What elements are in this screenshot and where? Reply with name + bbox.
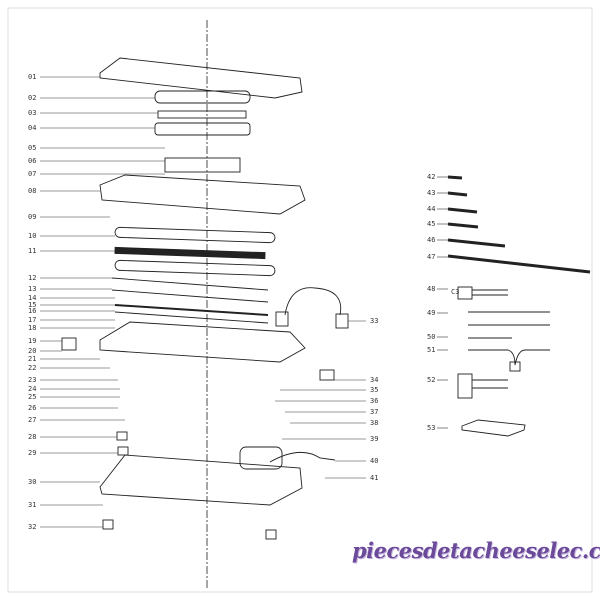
part-number-label: 16 [28,307,36,315]
part-number-label: 53 [427,424,435,432]
part-number-label: 30 [28,478,36,486]
part-number-label: 26 [28,404,36,412]
part-number-label: 41 [370,474,378,482]
part-number-label: 40 [370,457,378,465]
part-number-label: 50 [427,333,435,341]
part-connector-34 [319,369,335,381]
part-number-label: 20 [28,347,36,355]
part-pad-53 [461,419,526,437]
part-frame-top [99,174,306,215]
part-foot [102,519,114,530]
part-chamber [99,321,306,363]
part-29 [117,446,129,456]
part-number-label: 44 [427,205,435,213]
part-number-label: 02 [28,94,36,102]
part-number-label: 05 [28,144,36,152]
part-number-label: 04 [28,124,36,132]
part-motor-pump [239,446,283,470]
part-tube-45 [447,222,479,229]
part-number-label: 32 [28,523,36,531]
part-number-label: 18 [28,324,36,332]
part-power-cord [269,452,336,463]
part-connector-52 [457,373,473,399]
part-number-label: 11 [28,247,36,255]
part-seal-lower [114,259,276,277]
part-number-label: 51 [427,346,435,354]
part-number-label: 39 [370,435,378,443]
part-number-label: 24 [28,385,36,393]
part-number-label: 22 [28,364,36,372]
part-number-label: 36 [370,397,378,405]
part-number-label: 07 [28,170,36,178]
part-wire-13 [111,289,269,303]
wire-51 [468,349,550,366]
part-number-label: 08 [28,187,36,195]
part-seal-upper [114,226,276,244]
frame [7,7,593,593]
part-number-label: 01 [28,73,36,81]
part-number-label: 27 [28,416,36,424]
part-number-label: 48 [427,285,435,293]
part-number-label: 52 [427,376,435,384]
part-foot [265,529,277,540]
part-number-label: 34 [370,376,378,384]
part-heating-strip [114,246,266,260]
part-number-label: 21 [28,355,36,363]
part-bar-17 [114,311,269,324]
part-number-label: 09 [28,213,36,221]
watermark: piecesdetacheeselec.com [352,538,600,563]
part-tube-47 [447,254,591,274]
part-51-plug [509,361,521,372]
part-number-label: 15 [28,301,36,309]
part-number-label: 25 [28,393,36,401]
part-top-cover [99,57,303,99]
part-number-label: 31 [28,501,36,509]
part-number-label: 13 [28,285,36,293]
part-connector-48 [457,286,473,300]
part-number-label: 42 [427,173,435,181]
part-pcb [164,157,241,173]
part-number-label: 37 [370,408,378,416]
part-number-label: 33 [370,317,378,325]
part-number-label: 06 [28,157,36,165]
part-bar-16 [114,304,269,316]
part-number-label: 12 [28,274,36,282]
part-window [157,110,247,119]
part-tube-46 [447,238,506,248]
part-number-label: 49 [427,309,435,317]
part-number-label: 43 [427,189,435,197]
part-valve-left [275,311,289,327]
part-base [99,454,303,506]
part-number-label: 10 [28,232,36,240]
part-number-label: 28 [28,433,36,441]
part-number-label: 35 [370,386,378,394]
connector-tag: C3 [451,288,459,296]
part-number-label: 17 [28,316,36,324]
part-tube-44 [447,207,478,214]
part-tube-43 [447,191,468,197]
part-number-label: 47 [427,253,435,261]
part-number-label: 23 [28,376,36,384]
part-hose [284,287,342,316]
part-switch [61,337,77,351]
part-number-label: 03 [28,109,36,117]
part-gasket [154,90,251,104]
part-number-label: 29 [28,449,36,457]
part-valve-right [335,313,349,329]
part-tube-42 [447,175,463,180]
part-number-label: 38 [370,419,378,427]
part-number-label: 14 [28,294,36,302]
part-button-board [154,122,251,136]
part-28 [116,431,128,441]
part-wire-12 [111,277,269,291]
part-number-label: 45 [427,220,435,228]
part-number-label: 19 [28,337,36,345]
part-number-label: 46 [427,236,435,244]
